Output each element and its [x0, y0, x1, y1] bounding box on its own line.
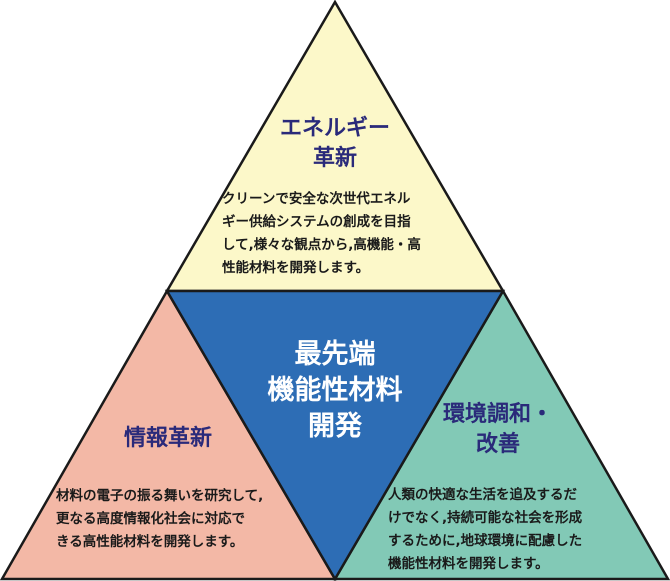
energy-title-line2: 革新: [312, 146, 357, 171]
energy-desc-line: して,様々な観点から,高機能・高: [222, 237, 421, 253]
environment-desc-line: 機能性材料を開発します。: [388, 556, 549, 572]
center-title-line: 機能性材料: [267, 375, 403, 406]
environment-desc-line: 人類の快適な生活を追及するだ: [388, 487, 577, 503]
energy-desc-line: ギー供給システムの創成を目指: [222, 214, 411, 230]
information-desc-line: きる高性能材料を開発します。: [56, 534, 244, 550]
energy-desc-line: クリーンで安全な次世代エネル: [222, 191, 411, 207]
information-title: 情報革新: [123, 426, 212, 451]
environment-desc-line: けでなく,持続可能な社会を形成: [388, 510, 583, 526]
environment-desc-line: するために,地球環境に配慮した: [388, 533, 583, 549]
information-desc-line: 更なる高度情報化社会に対応で: [56, 511, 245, 527]
environment-title-line2: 改善: [475, 432, 520, 457]
environment-title: 環境調和・ 改善: [398, 400, 598, 460]
environment-description: 人類の快適な生活を追及するだ けでなく,持続可能な社会を形成 するために,地球環…: [388, 484, 628, 576]
energy-description: クリーンで安全な次世代エネル ギー供給システムの創成を目指 して,様々な観点から…: [222, 188, 462, 280]
information-desc-line: 材料の電子の振る舞いを研究して,: [56, 488, 264, 504]
information-description: 材料の電子の振る舞いを研究して, 更なる高度情報化社会に対応で きる高性能材料を…: [56, 485, 296, 554]
center-title-line: 最先端: [294, 339, 376, 370]
triangle-center: [164, 289, 506, 581]
energy-desc-line: 性能材料を開発します。: [222, 260, 370, 276]
environment-title-line1: 環境調和・: [442, 402, 553, 427]
center-title-line: 開発: [308, 411, 362, 442]
energy-title: エネルギー 革新: [235, 114, 435, 174]
center-title: 最先端 機能性材料 開発: [235, 337, 435, 445]
energy-title-line1: エネルギー: [279, 116, 390, 141]
